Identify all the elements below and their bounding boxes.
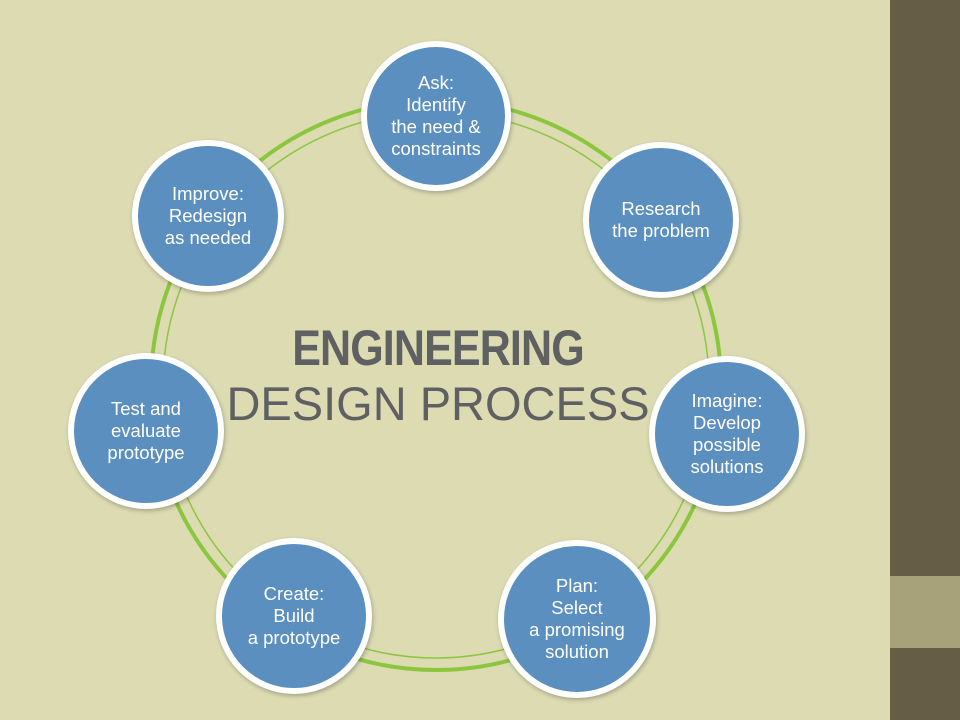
step-label: Research the problem (612, 198, 710, 241)
step-ask: Ask: Identify the need & constraints (361, 41, 511, 191)
step-label: Create: Build a prototype (247, 583, 341, 648)
step-label: Test and evaluate prototype (107, 398, 185, 463)
sidebar-dark-top (890, 0, 960, 576)
step-label: Improve: Redesign as needed (164, 183, 252, 248)
sidebar-dark-bottom (890, 648, 960, 720)
step-improve: Improve: Redesign as needed (132, 140, 284, 292)
step-label: Ask: Identify the need & constraints (391, 72, 481, 159)
step-label: Plan: Select a promising solution (529, 575, 625, 662)
step-test: Test and evaluate prototype (68, 353, 224, 509)
step-plan: Plan: Select a promising solution (498, 540, 656, 698)
step-imagine: Imagine: Develop possible solutions (649, 356, 805, 512)
sidebar-light-band (890, 576, 960, 648)
step-create: Create: Build a prototype (216, 538, 372, 694)
step-research: Research the problem (583, 142, 739, 298)
step-label: Imagine: Develop possible solutions (690, 390, 764, 477)
diagram-title: ENGINEERING (292, 320, 584, 376)
diagram-subtitle: DESIGN PROCESS (226, 377, 650, 430)
